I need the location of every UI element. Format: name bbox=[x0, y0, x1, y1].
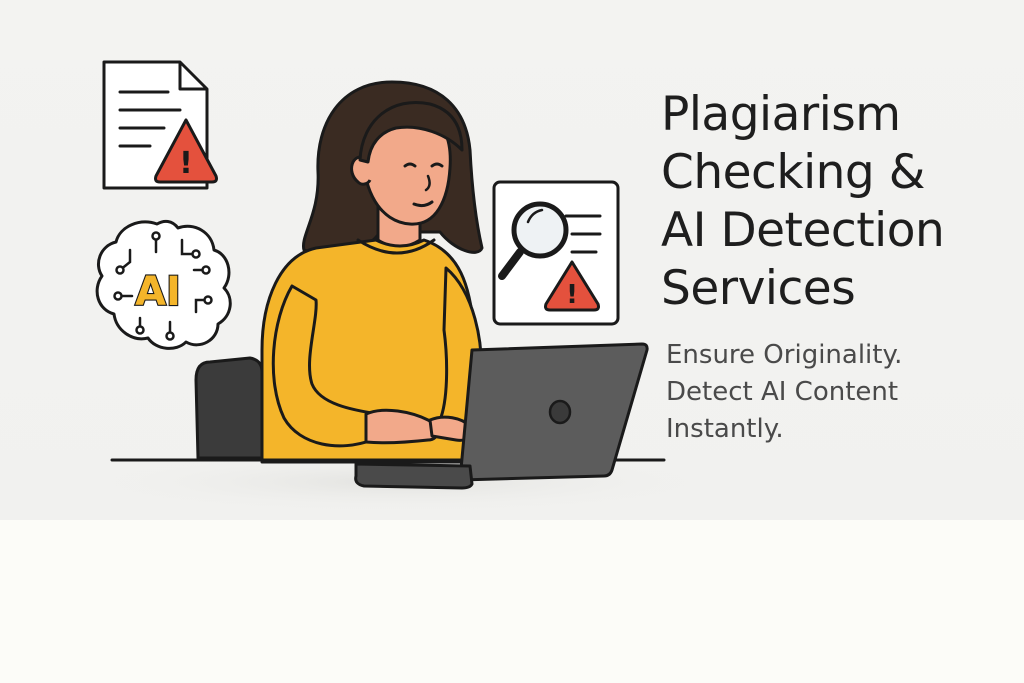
warning-triangle-icon bbox=[154, 118, 218, 184]
title-line-2: Checking & bbox=[661, 145, 925, 200]
hero-banner: ! bbox=[0, 0, 1024, 520]
magnifier-warning-glyph: ! bbox=[566, 280, 578, 310]
blank-lower-area bbox=[0, 520, 1024, 683]
warning-glyph: ! bbox=[179, 146, 193, 181]
title-line-1: Plagiarism bbox=[661, 87, 901, 142]
ai-brain-icon: AI bbox=[95, 219, 232, 350]
laptop-icon bbox=[354, 342, 649, 490]
magnifier-warning-icon: ! bbox=[492, 180, 620, 326]
illustration: ! bbox=[70, 60, 730, 514]
document-warning-icon: ! bbox=[102, 60, 218, 190]
tagline-line-3: Instantly. bbox=[666, 414, 784, 444]
chair bbox=[194, 356, 264, 460]
page-title: Plagiarism Checking & AI Detection Servi… bbox=[661, 86, 1011, 318]
title-line-4: Services bbox=[661, 261, 856, 316]
ai-chip-label: AI bbox=[135, 269, 181, 315]
title-line-3: AI Detection bbox=[661, 203, 945, 258]
tagline-line-1: Ensure Originality. bbox=[666, 340, 903, 370]
tagline-line-2: Detect AI Content bbox=[666, 377, 899, 407]
tagline: Ensure Originality. Detect AI Content In… bbox=[666, 337, 996, 448]
person-illustration bbox=[260, 80, 488, 464]
